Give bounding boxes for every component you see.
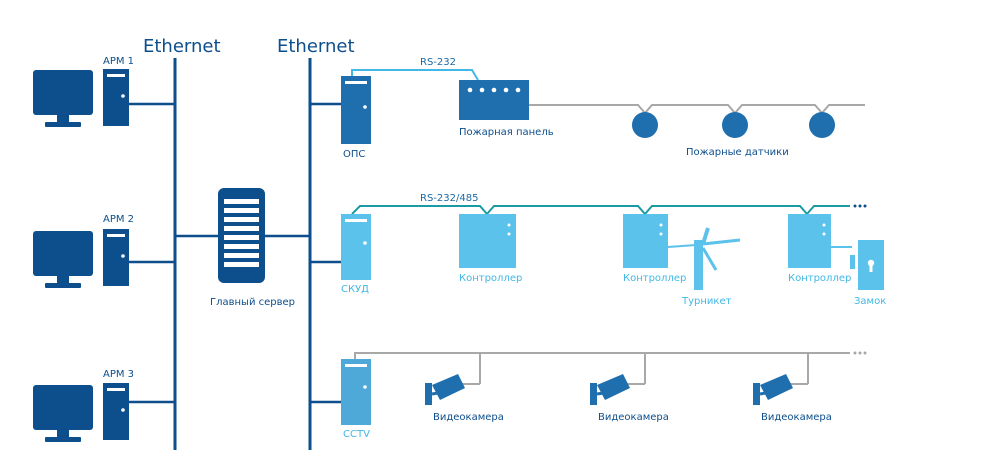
fire-sensors-label: Пожарные датчики — [686, 147, 789, 158]
turnstile-icon — [667, 227, 741, 290]
monitor-icon — [33, 70, 93, 115]
skud-server-icon — [341, 214, 371, 280]
video-camera-icon — [590, 374, 630, 405]
fire-sensor-icon — [722, 112, 748, 138]
controller-3-label: Контроллер — [788, 273, 851, 284]
main-server: Главный сервер — [210, 188, 295, 308]
pc-tower-icon — [103, 383, 129, 440]
ops-server-icon — [341, 76, 371, 144]
controller-icon — [459, 214, 516, 268]
access-system: RS-232/485 СКУД Контроллер Контроллер Ту… — [341, 193, 886, 307]
camera-3-label: Видеокамера — [761, 412, 832, 423]
workstation-2: АРМ 2 — [33, 214, 134, 288]
rs485-bus — [351, 205, 850, 216]
cctv-server-icon — [341, 359, 371, 425]
arm2-label: АРМ 2 — [103, 214, 134, 225]
sensor-loop — [529, 104, 865, 115]
video-camera-icon — [425, 374, 465, 405]
video-camera-icon — [753, 374, 793, 405]
fire-sensor-icon — [809, 112, 835, 138]
controller-icon — [788, 214, 831, 268]
rs232-line — [351, 69, 479, 81]
camera-1-label: Видеокамера — [433, 412, 504, 423]
cctv-bus — [354, 352, 850, 360]
fire-sensor-icon — [632, 112, 658, 138]
rs232-label: RS-232 — [420, 57, 456, 68]
skud-label: СКУД — [341, 284, 369, 295]
monitor-icon — [33, 231, 93, 276]
fire-panel-icon — [459, 80, 529, 120]
fire-panel-label: Пожарная панель — [459, 127, 554, 138]
camera-2-label: Видеокамера — [598, 412, 669, 423]
controller-2-label: Контроллер — [623, 273, 686, 284]
pc-tower-icon — [103, 69, 129, 126]
lock-icon — [831, 240, 884, 290]
ethernet-label-right: Ethernet — [277, 36, 355, 57]
workstation-3: АРМ 3 — [33, 369, 134, 442]
controller-1-label: Контроллер — [459, 273, 522, 284]
arm3-label: АРМ 3 — [103, 369, 134, 380]
ops-label: ОПС — [343, 149, 365, 160]
workstation-1: АРМ 1 — [33, 56, 134, 127]
rs485-label: RS-232/485 — [420, 193, 478, 204]
arm1-label: АРМ 1 — [103, 56, 134, 67]
fire-system: RS-232 ОПС Пожарная панель Пожарные датч… — [341, 57, 865, 160]
monitor-icon — [33, 385, 93, 430]
turnstile-label: Турникет — [681, 296, 732, 307]
cctv-system: CCTV Видеокамера Видеокамера Видеокамера — [341, 351, 867, 440]
lock-label: Замок — [854, 296, 886, 307]
ethernet-label-left: Ethernet — [143, 36, 221, 57]
pc-tower-icon — [103, 229, 129, 286]
controller-icon — [623, 214, 668, 268]
main-server-label: Главный сервер — [210, 297, 295, 308]
cctv-label: CCTV — [343, 429, 370, 440]
